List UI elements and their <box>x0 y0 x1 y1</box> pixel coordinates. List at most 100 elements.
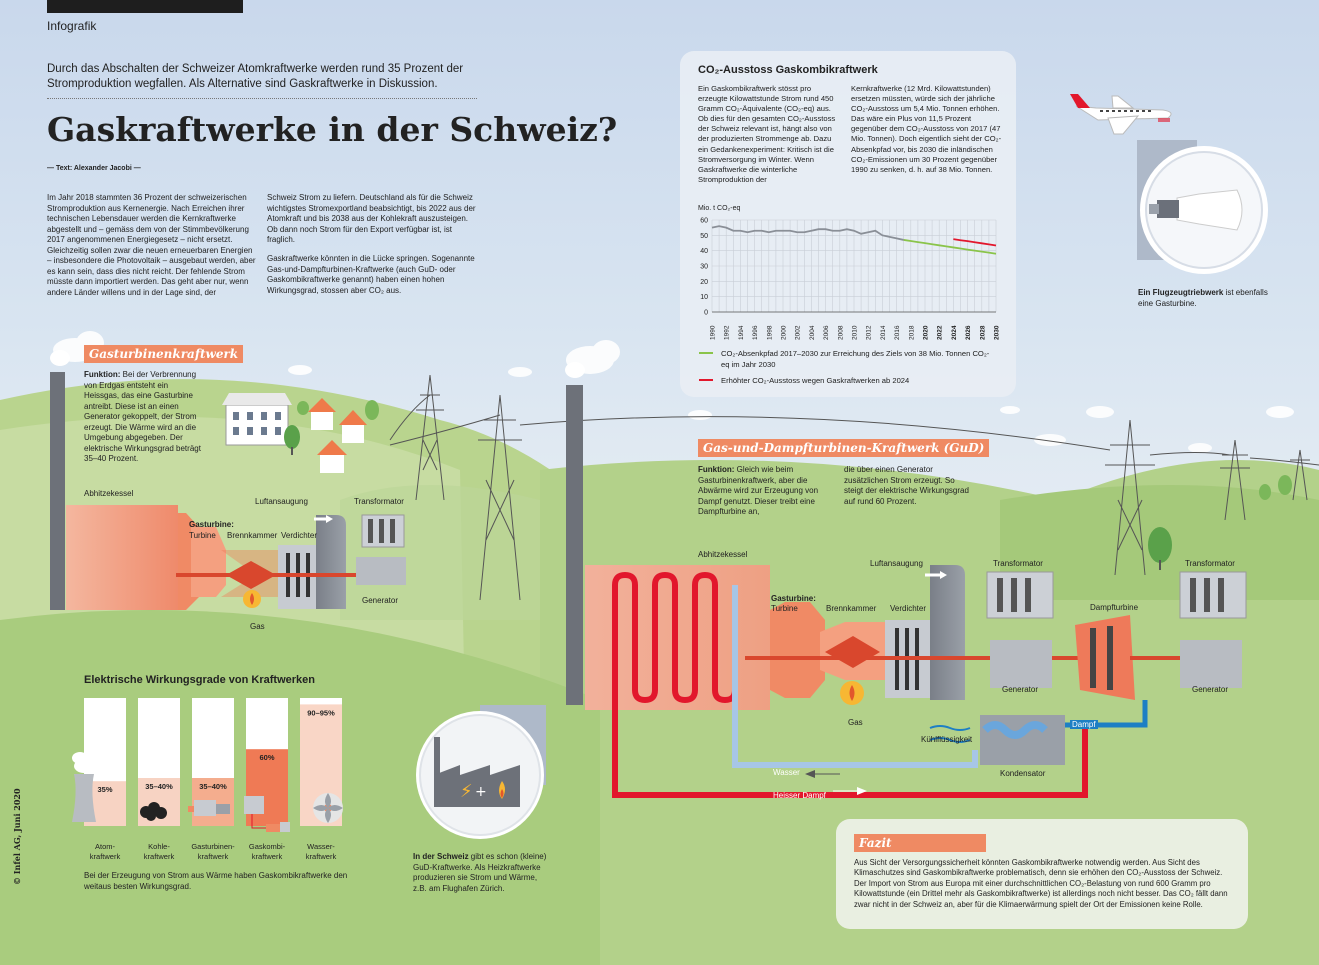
co2-xtick-label: 2022 <box>937 325 944 340</box>
co2-ytick-label: 60 <box>700 218 708 225</box>
efficiency-category-label: Gasturbinen- <box>191 842 235 851</box>
efficiency-category-label: Wasser- <box>307 842 335 851</box>
combined-plant-icon <box>244 796 290 832</box>
gud-label-turbine: Turbine <box>771 604 798 613</box>
efficiency-bar-value: 90–95% <box>307 708 335 717</box>
gud-label-kessel: Abhitzekessel <box>698 550 748 559</box>
gud-label-transformator-1: Transformator <box>993 559 1043 568</box>
co2-text-2: Kernkraftwerke (12 Mrd. Kilowattstunden)… <box>851 84 1002 174</box>
swiss-caption-text: gibt es schon (kleine) GuD-Kraftwerke. A… <box>413 852 547 893</box>
efficiency-category-label: kraftwerk <box>306 852 337 861</box>
gud-function-text: Gleich wie beim Gasturbinenkraftwerk, ab… <box>698 465 819 516</box>
gud-label-luftansaugung: Luftansaugung <box>870 559 923 568</box>
gud-label-brennkammer: Brennkammer <box>826 604 877 613</box>
efficiency-bar-value: 60% <box>259 753 274 762</box>
gt-label-luftansaugung: Luftansaugung <box>255 497 308 506</box>
co2-xtick-label: 1998 <box>766 325 773 340</box>
gt-label-verdichter: Verdichter <box>281 531 318 540</box>
efficiency-bar-value: 35–40% <box>145 782 173 791</box>
co2-series-line <box>903 239 997 255</box>
efficiency-category-label: Kohle- <box>148 842 170 851</box>
efficiency-category-label: kraftwerk <box>90 852 121 861</box>
co2-series-line <box>953 238 997 247</box>
gt-label-kessel: Abhitzekessel <box>84 489 134 498</box>
co2-xtick-label: 2020 <box>923 325 930 340</box>
body-column-1: Im Jahr 2018 stammten 36 Prozent der sch… <box>47 193 256 297</box>
efficiency-category-label: Gaskombi- <box>249 842 286 851</box>
plane-caption-text: ist ebenfalls eine Gasturbine. <box>1138 288 1268 308</box>
co2-xtick-label: 1990 <box>710 325 717 340</box>
gud-tag: Gas-und-Dampfturbinen-Kraftwerk (GuD) <box>698 439 990 457</box>
plane-caption-bold: Ein Flugzeugtriebwerk <box>1138 288 1224 297</box>
efficiency-title: Elektrische Wirkungsgrade von Kraftwerke… <box>84 674 315 686</box>
gt-label-turbine: Turbine <box>189 531 216 540</box>
gt-tag: Gasturbinenkraftwerk <box>84 345 244 363</box>
author-line: — Text: Alexander Jacobi — <box>47 165 141 172</box>
gt-function-bold: Funktion: <box>84 370 121 379</box>
co2-xtick-label: 2028 <box>979 325 986 340</box>
co2-series-line <box>711 225 904 241</box>
gud-label-generator-1: Generator <box>1002 685 1039 694</box>
gud-label-gasturbine: Gasturbine: <box>771 594 816 603</box>
co2-ytick-label: 40 <box>700 248 708 255</box>
co2-xtick-label: 2004 <box>809 325 816 340</box>
gud-label-verdichter: Verdichter <box>890 604 927 613</box>
gt-label-gasturbine: Gasturbine: <box>189 520 234 529</box>
body-column-2b: Gaskraftwerke könnten in die Lücke sprin… <box>267 254 475 295</box>
header-bar <box>47 0 243 13</box>
co2-xtick-label: 1992 <box>724 325 731 340</box>
legend-green-label: CO₂-Absenkpfad 2017–2030 zur Erreichung … <box>721 349 990 369</box>
co2-title: CO₂-Ausstoss Gaskombikraftwerk <box>698 64 878 76</box>
cooling-tower-icon <box>72 759 96 822</box>
co2-xtick-label: 2024 <box>951 325 958 340</box>
co2-xtick-label: 2006 <box>823 325 830 340</box>
gud-function-bold: Funktion: <box>698 465 735 474</box>
co2-xtick-label: 2012 <box>866 325 873 340</box>
efficiency-category-label: kraftwerk <box>252 852 283 861</box>
co2-xtick-label: 2000 <box>781 325 788 340</box>
gud-label-dampf: Dampf <box>1070 720 1098 729</box>
co2-xtick-label: 1994 <box>738 325 745 340</box>
efficiency-category-label: kraftwerk <box>198 852 229 861</box>
body-column-2a: Schweiz Strom zu liefern. Deutschland al… <box>267 193 476 244</box>
efficiency-category-label: kraftwerk <box>144 852 175 861</box>
co2-xtick-label: 2018 <box>908 325 915 340</box>
co2-xtick-label: 2030 <box>994 325 1001 340</box>
water-turbine-icon <box>313 793 343 823</box>
co2-ytick-label: 30 <box>700 264 708 271</box>
plane-caption: Ein Flugzeugtriebwerk ist ebenfalls eine… <box>1138 288 1278 309</box>
co2-xtick-label: 2002 <box>795 325 802 340</box>
gt-label-transformator: Transformator <box>354 497 404 506</box>
legend-green-swatch <box>699 352 713 354</box>
gud-label-heisser-dampf: Heisser Dampf <box>773 791 826 800</box>
gt-label-generator: Generator <box>362 596 399 605</box>
gud-function-2: die über einen Generator zusätzlichen St… <box>844 465 969 506</box>
gud-label-transformator-2: Transformator <box>1185 559 1235 568</box>
co2-xtick-label: 2014 <box>880 325 887 340</box>
efficiency-bar-value: 35% <box>97 785 112 794</box>
gt-function-text: Bei der Verbrennung von Erdgas entsteht … <box>84 370 201 463</box>
fazit-text: Aus Sicht der Versorgungssicherheit könn… <box>854 858 1228 909</box>
co2-text-1: Ein Gaskombikraftwerk stösst pro erzeugt… <box>698 84 836 184</box>
gud-label-wasser: Wasser <box>773 768 800 777</box>
gud-label-dampfturbine: Dampfturbine <box>1090 603 1139 612</box>
gt-label-brennkammer: Brennkammer <box>227 531 278 540</box>
svg-text:⚡: ⚡ <box>460 781 473 802</box>
legend-red-swatch <box>699 379 713 381</box>
legend-red-label: Erhöhter CO₂-Ausstoss wegen Gaskraftwerk… <box>721 376 910 385</box>
co2-ytick-label: 20 <box>700 279 708 286</box>
coal-icon <box>140 802 167 821</box>
jet-engine-icon <box>1137 140 1268 274</box>
gud-label-kuehlfluessigkeit: Kühlflüssigkeit <box>921 735 973 744</box>
co2-xtick-label: 1996 <box>752 325 759 340</box>
co2-xtick-label: 2008 <box>837 325 844 340</box>
swiss-plant-icon: ⚡ + <box>416 705 546 839</box>
svg-text:+: + <box>475 784 487 800</box>
co2-ytick-label: 0 <box>704 310 708 317</box>
credit-line: © Infel AG, Juni 2020 <box>12 788 22 885</box>
gud-label-kondensator: Kondensator <box>1000 769 1046 778</box>
intro-text: Durch das Abschalten der Schweizer Atomk… <box>47 62 477 99</box>
gud-function-1: Funktion: Gleich wie beim Gasturbinenkra… <box>698 465 833 518</box>
